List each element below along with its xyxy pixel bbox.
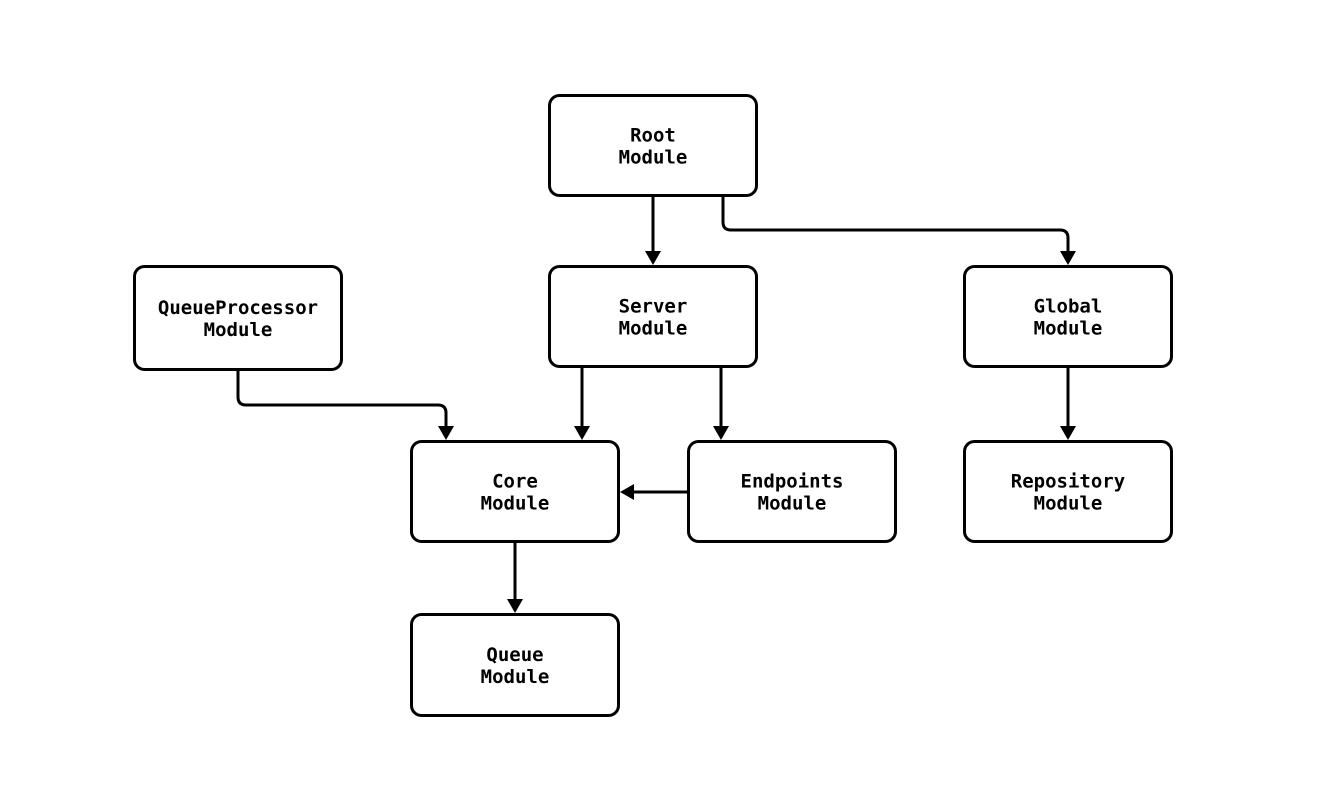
edge-core-to-queue bbox=[507, 543, 523, 613]
edge-endpoints-to-core-arrowhead-icon bbox=[620, 484, 634, 500]
queueprocessor-module-node-box[interactable] bbox=[133, 265, 343, 371]
core-module-node-label-line2: Module bbox=[481, 492, 550, 514]
repository-module-node-box[interactable] bbox=[963, 440, 1173, 543]
edge-endpoints-to-core bbox=[620, 484, 687, 500]
core-module-node-label-line1: Core bbox=[492, 470, 538, 492]
edge-root-to-server bbox=[645, 197, 661, 265]
edge-server-to-endpoints bbox=[713, 368, 729, 440]
edge-core-to-queue-arrowhead-icon bbox=[507, 599, 523, 613]
edge-root-to-global bbox=[721, 197, 1076, 265]
edge-global-to-repository bbox=[1060, 368, 1076, 440]
edge-server-to-core-arrowhead-icon bbox=[574, 426, 590, 440]
endpoints-module-node-label-line2: Module bbox=[758, 492, 827, 514]
edge-global-to-repository-arrowhead-icon bbox=[1060, 426, 1076, 440]
queueprocessor-module-node-label-line2: Module bbox=[204, 319, 273, 341]
edge-root-to-global-arrowhead-icon bbox=[1060, 251, 1076, 265]
queue-module-node-label-line2: Module bbox=[481, 666, 550, 688]
queue-module-node-label-line1: Queue bbox=[486, 644, 543, 666]
edge-server-to-core bbox=[574, 368, 590, 440]
queue-module-node-box[interactable] bbox=[410, 613, 620, 717]
core-module-node-box[interactable] bbox=[410, 440, 620, 543]
global-module-node-box[interactable] bbox=[963, 265, 1173, 368]
edge-root-to-server-arrowhead-icon bbox=[645, 251, 661, 265]
global-module-node-label-line1: Global bbox=[1034, 295, 1103, 317]
repository-module-node-label-line2: Module bbox=[1034, 492, 1103, 514]
edge-queueprocessor-to-core-line bbox=[236, 371, 448, 427]
endpoints-module-node-label-line1: Endpoints bbox=[741, 470, 844, 492]
edge-root-to-global-line bbox=[721, 197, 1070, 252]
edge-queueprocessor-to-core bbox=[236, 371, 454, 440]
endpoints-module-node-box[interactable] bbox=[687, 440, 897, 543]
root-module-node-label-line2: Module bbox=[619, 146, 688, 168]
repository-module-node-label-line1: Repository bbox=[1011, 470, 1125, 492]
queueprocessor-module-node-label-line1: QueueProcessor bbox=[158, 297, 318, 319]
server-module-node-label-line1: Server bbox=[619, 295, 688, 317]
root-module-node-label-line1: Root bbox=[630, 124, 676, 146]
edge-queueprocessor-to-core-arrowhead-icon bbox=[438, 426, 454, 440]
edge-server-to-endpoints-arrowhead-icon bbox=[713, 426, 729, 440]
server-module-node-box[interactable] bbox=[548, 265, 758, 368]
root-module-node-box[interactable] bbox=[548, 94, 758, 197]
server-module-node-label-line2: Module bbox=[619, 317, 688, 339]
edges-layer bbox=[236, 197, 1076, 613]
global-module-node-label-line2: Module bbox=[1034, 317, 1103, 339]
